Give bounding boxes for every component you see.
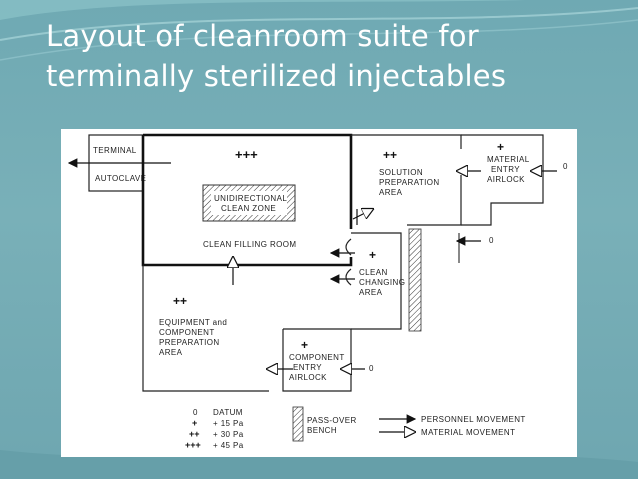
legend-bench-label-1: PASS-OVER: [307, 416, 357, 425]
slide-title: Layout of cleanroom suite for terminally…: [46, 16, 626, 96]
material-entry-airlock: + MATERIAL ENTRY AIRLOCK: [461, 134, 544, 226]
autoclave-label: AUTOCLAVE: [95, 174, 146, 183]
clean-filling-room: UNIDIRECTIONAL CLEAN ZONE CLEAN FILLING …: [141, 133, 353, 267]
legend-personnel-label: PERSONNEL MOVEMENT: [421, 415, 526, 424]
legend-p15-symbol: +: [192, 418, 197, 428]
component-pressure-mark: +: [301, 338, 308, 352]
pass-over-bench: [408, 228, 422, 332]
equipment-label-4: AREA: [159, 348, 183, 357]
component-label-3: AIRLOCK: [289, 373, 327, 382]
material-label-2: ENTRY: [491, 165, 520, 174]
title-line-1: Layout of cleanroom suite for: [46, 19, 479, 53]
outside-component-mark: 0: [369, 364, 374, 373]
legend-datum-label: DATUM: [213, 408, 243, 417]
outside-corridor-mark: 0: [489, 236, 494, 245]
equipment-label-2: COMPONENT: [159, 328, 215, 337]
legend-p30-symbol: ++: [189, 429, 200, 439]
legend-p30-label: + 30 Pa: [213, 430, 244, 439]
solution-label-3: AREA: [379, 188, 403, 197]
solution-transfer-arrow: [352, 209, 373, 220]
unidirectional-label-1: UNIDIRECTIONAL: [214, 194, 287, 203]
solution-pressure-mark: ++: [383, 148, 397, 162]
clean-changing-area: + CLEAN CHANGING AREA: [351, 232, 405, 330]
equipment-label-1: EQUIPMENT and: [159, 318, 227, 327]
legend-p45-label: + 45 Pa: [213, 441, 244, 450]
equipment-pressure-mark: ++: [173, 294, 187, 308]
legend-material-label: MATERIAL MOVEMENT: [421, 428, 515, 437]
clean-filling-room-label: CLEAN FILLING ROOM: [203, 240, 296, 249]
solution-label-2: PREPARATION: [379, 178, 440, 187]
changing-label-2: CHANGING: [359, 278, 405, 287]
cleanroom-layout-diagram: TERMINAL AUTOCLAVE UNIDIRECTIONAL CLEAN …: [61, 129, 577, 457]
legend-bench-label-2: BENCH: [307, 426, 337, 435]
equipment-label-3: PREPARATION: [159, 338, 220, 347]
component-label-2: ENTRY: [293, 363, 322, 372]
component-label-1: COMPONENT: [289, 353, 345, 362]
changing-label-1: CLEAN: [359, 268, 388, 277]
legend-datum-symbol: 0: [193, 408, 198, 417]
material-pressure-mark: +: [497, 140, 504, 154]
material-label-1: MATERIAL: [487, 155, 530, 164]
filling-pressure-mark: +++: [235, 147, 258, 162]
terminal-label: TERMINAL: [93, 146, 137, 155]
diagram-legend: 0 DATUM + + 15 Pa ++ + 30 Pa +++ + 45 Pa…: [185, 406, 526, 450]
component-entry-airlock: + COMPONENT ENTRY AIRLOCK: [282, 328, 352, 392]
changing-pressure-mark: +: [369, 248, 376, 262]
material-label-3: AIRLOCK: [487, 175, 525, 184]
equipment-preparation-area: ++ EQUIPMENT and COMPONENT PREPARATION A…: [142, 265, 269, 392]
unidirectional-label-2: CLEAN ZONE: [221, 204, 276, 213]
title-line-2: terminally sterilized injectables: [46, 59, 507, 93]
legend-p15-label: + 15 Pa: [213, 419, 244, 428]
legend-bench-swatch: [292, 406, 304, 442]
solution-label-1: SOLUTION: [379, 168, 423, 177]
changing-label-3: AREA: [359, 288, 383, 297]
outside-material-mark: 0: [563, 162, 568, 171]
legend-p45-symbol: +++: [185, 440, 201, 450]
